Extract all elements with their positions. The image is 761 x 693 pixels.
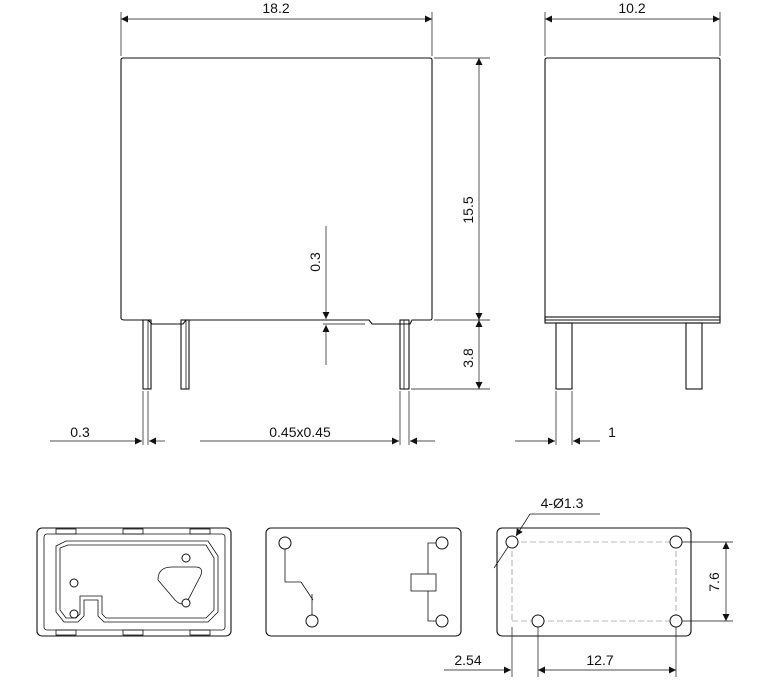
pcb-layout-view: 4-Ø1.3 bbox=[493, 495, 692, 637]
front-pin-3 bbox=[399, 319, 410, 390]
side-pin-left bbox=[555, 322, 573, 390]
dim-row-spacing-label: 7.6 bbox=[706, 572, 722, 592]
front-view bbox=[120, 57, 433, 390]
dim-height-label: 15.5 bbox=[460, 196, 476, 223]
pcb-hole-2 bbox=[669, 535, 683, 549]
front-pin-1 bbox=[142, 319, 152, 390]
dim-pin-section: 0.45x0.45 bbox=[200, 391, 435, 445]
dim-bottom-offsets: 2.54 12.7 bbox=[444, 627, 677, 677]
dim-pin-length-label: 3.8 bbox=[460, 348, 476, 368]
dim-standoff-label: 0.3 bbox=[307, 252, 323, 272]
dim-height-body: 15.5 bbox=[434, 57, 490, 321]
dim-width-label: 18.2 bbox=[262, 0, 289, 16]
schematic-view bbox=[265, 527, 462, 637]
side-pin-right bbox=[685, 322, 703, 390]
bottom-view bbox=[36, 527, 232, 637]
front-pin-2 bbox=[180, 319, 190, 390]
dim-depth-label: 10.2 bbox=[618, 0, 645, 16]
dim-standoff: 0.3 bbox=[307, 226, 365, 365]
pcb-hole-3 bbox=[531, 614, 545, 628]
pcb-hole-4 bbox=[669, 614, 683, 628]
dim-left-offset-label: 0.3 bbox=[70, 424, 90, 440]
dim-side-pin: 1 bbox=[515, 391, 616, 445]
dim-side-pin-label: 1 bbox=[608, 424, 616, 440]
dim-pin-section-label: 0.45x0.45 bbox=[269, 424, 331, 440]
side-view bbox=[544, 57, 721, 390]
pcb-hole-1 bbox=[505, 535, 519, 549]
dim-depth-side: 10.2 bbox=[544, 0, 721, 56]
hole-spec-label: 4-Ø1.3 bbox=[541, 495, 584, 511]
dim-offset-label: 2.54 bbox=[454, 652, 481, 668]
dim-pitch-label: 12.7 bbox=[586, 652, 613, 668]
dim-width-top: 18.2 bbox=[120, 0, 433, 56]
dim-left-offset: 0.3 bbox=[50, 391, 165, 445]
dim-pin-length: 3.8 bbox=[411, 320, 490, 390]
dim-row-spacing: 7.6 bbox=[682, 541, 733, 622]
